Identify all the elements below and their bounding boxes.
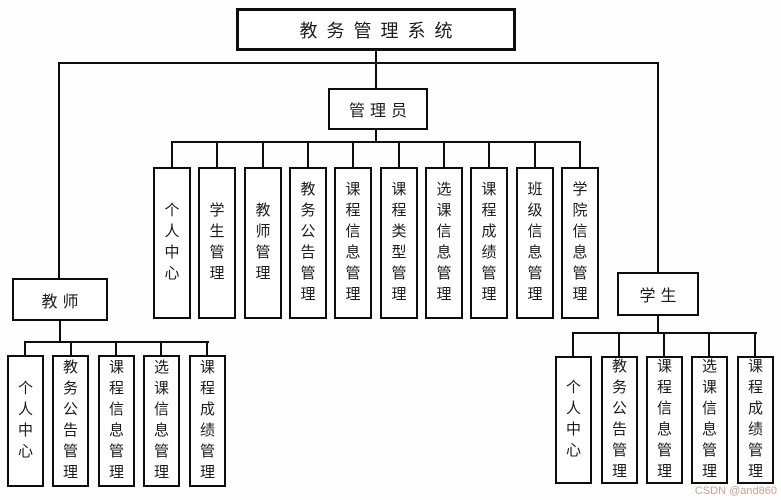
admin-child-course-grade-mgmt: 课程成绩管理 bbox=[470, 167, 508, 319]
admin-node: 管理员 bbox=[328, 88, 428, 130]
connector-stub bbox=[307, 141, 309, 167]
connector-stub bbox=[352, 141, 354, 167]
admin-child-class-info-mgmt: 班级信息管理 bbox=[516, 167, 554, 319]
student-child-course-info-mgmt: 课程信息管理 bbox=[646, 356, 683, 484]
connector-main-horizontal bbox=[58, 62, 659, 64]
connector-stub bbox=[171, 141, 173, 167]
teacher-child-course-selection-mgmt: 选课信息管理 bbox=[143, 355, 180, 487]
connector-teacher-branch bbox=[58, 62, 60, 278]
teacher-node: 教师 bbox=[12, 278, 108, 321]
student-child-personal-center: 个人中心 bbox=[555, 356, 592, 484]
admin-child-course-type-mgmt: 课程类型管理 bbox=[380, 167, 418, 319]
connector-stub bbox=[754, 332, 756, 356]
connector-stub bbox=[572, 332, 574, 356]
admin-child-teacher-mgmt: 教师管理 bbox=[244, 167, 282, 319]
teacher-child-personal-center: 个人中心 bbox=[7, 355, 44, 487]
connector-stub bbox=[579, 141, 581, 167]
connector-stub bbox=[70, 341, 72, 355]
admin-node-label: 管理员 bbox=[348, 103, 412, 120]
connector-root-down bbox=[375, 51, 377, 88]
teacher-child-announcement-mgmt: 教务公告管理 bbox=[52, 355, 89, 487]
connector-stub bbox=[216, 141, 218, 167]
student-node-label: 学生 bbox=[639, 288, 682, 305]
csdn-watermark: CSDN @and860 bbox=[694, 485, 777, 497]
connector-teacher-down bbox=[59, 320, 61, 343]
connector-admin-horizontal bbox=[171, 141, 581, 143]
admin-child-personal-center: 个人中心 bbox=[153, 167, 191, 319]
connector-admin-down bbox=[375, 130, 377, 143]
admin-child-announcement-mgmt: 教务公告管理 bbox=[289, 167, 327, 319]
connector-stub bbox=[24, 341, 26, 355]
connector-stub bbox=[115, 341, 117, 355]
connector-stub bbox=[663, 332, 665, 356]
connector-stub bbox=[488, 141, 490, 167]
admin-child-course-selection-mgmt: 选课信息管理 bbox=[425, 167, 463, 319]
connector-student-branch bbox=[657, 62, 659, 272]
connector-stub bbox=[618, 332, 620, 356]
root-node: 教务管理系统 bbox=[236, 8, 516, 51]
connector-stub bbox=[443, 141, 445, 167]
teacher-child-course-info-mgmt: 课程信息管理 bbox=[98, 355, 135, 487]
root-node-label: 教务管理系统 bbox=[299, 20, 462, 41]
student-child-announcement-mgmt: 教务公告管理 bbox=[601, 356, 638, 484]
connector-stub bbox=[534, 141, 536, 167]
student-node: 学生 bbox=[617, 272, 699, 316]
student-child-course-selection-mgmt: 选课信息管理 bbox=[691, 356, 728, 484]
teacher-node-label: 教师 bbox=[41, 293, 84, 311]
admin-child-college-info-mgmt: 学院信息管理 bbox=[561, 167, 599, 319]
student-child-course-grade-mgmt: 课程成绩管理 bbox=[737, 356, 774, 484]
admin-child-course-info-mgmt: 课程信息管理 bbox=[334, 167, 372, 319]
connector-stub bbox=[708, 332, 710, 356]
admin-child-student-mgmt: 学生管理 bbox=[198, 167, 236, 319]
connector-stub bbox=[262, 141, 264, 167]
connector-student-down bbox=[657, 316, 659, 334]
connector-stub bbox=[160, 341, 162, 355]
connector-stub bbox=[206, 341, 208, 355]
teacher-child-course-grade-mgmt: 课程成绩管理 bbox=[189, 355, 226, 487]
connector-stub bbox=[398, 141, 400, 167]
